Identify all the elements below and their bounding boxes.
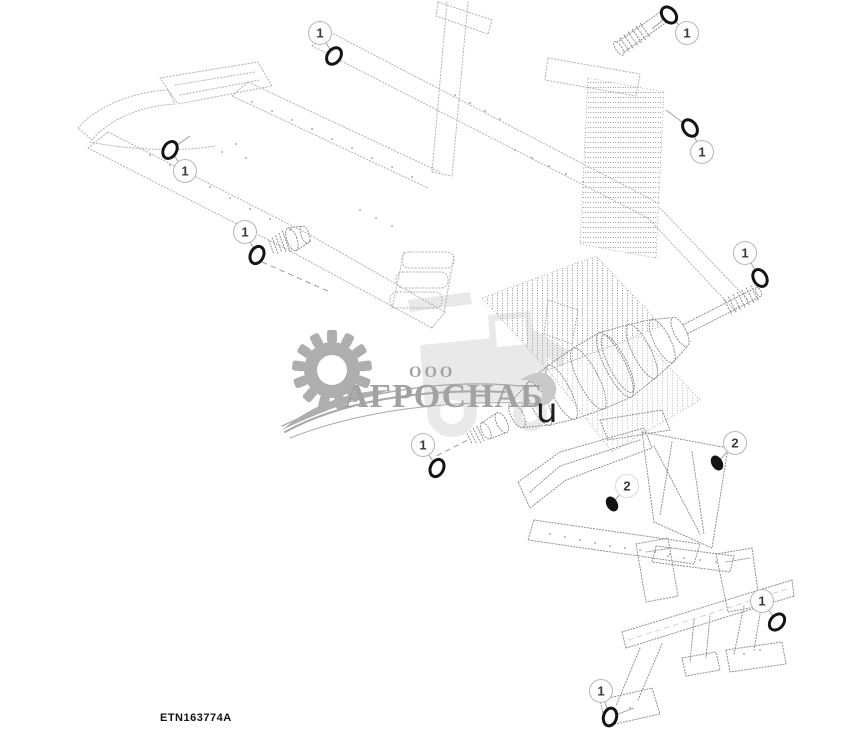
callout-number: 1 bbox=[758, 594, 765, 609]
callouts-layer: 1 1 1 1 1 1 1 2 2 1 1 bbox=[161, 5, 787, 728]
callout-number: 1 bbox=[316, 26, 323, 41]
callout-number: 1 bbox=[419, 438, 426, 453]
callout-bubble bbox=[722, 430, 748, 456]
callout-o-ring: 1 bbox=[307, 20, 343, 66]
callout-bubble bbox=[410, 432, 436, 458]
callout-number: 1 bbox=[181, 164, 188, 179]
o-ring-part bbox=[428, 457, 446, 479]
hitch-frame-sketch bbox=[599, 537, 795, 727]
callout-number: 1 bbox=[741, 246, 748, 261]
plug-part bbox=[605, 496, 619, 512]
callout-number: 1 bbox=[241, 225, 248, 240]
callout-number: 2 bbox=[623, 479, 630, 494]
support-bracket-sketch bbox=[517, 409, 735, 573]
callout-o-ring: 1 bbox=[651, 5, 700, 46]
callout-number: 2 bbox=[731, 436, 738, 451]
callout-o-ring: 1 bbox=[665, 109, 715, 165]
o-ring-part bbox=[767, 612, 787, 632]
callout-o-ring: 1 bbox=[161, 135, 198, 184]
callout-o-ring: 1 bbox=[588, 678, 635, 728]
callout-o-ring: 1 bbox=[410, 432, 446, 479]
callout-o-ring: 1 bbox=[732, 240, 769, 288]
watermark-logo: ООО АГРОСНАБ bbox=[281, 330, 557, 439]
callout-bubble bbox=[614, 473, 640, 499]
callout-bubble bbox=[749, 588, 775, 614]
callout-bubble bbox=[732, 240, 758, 266]
o-ring-part bbox=[601, 706, 619, 728]
o-ring-part bbox=[659, 5, 679, 25]
o-ring-part bbox=[681, 118, 699, 138]
plug-part bbox=[710, 455, 724, 471]
callout-o-ring: 1 bbox=[749, 588, 787, 632]
callout-bubble bbox=[232, 219, 258, 245]
drawing-number-label: ETN163774A bbox=[160, 712, 232, 724]
o-ring-part bbox=[325, 46, 343, 66]
callout-bubble bbox=[689, 139, 715, 165]
o-ring-part bbox=[161, 140, 179, 160]
gear-icon bbox=[291, 330, 373, 410]
callout-number: 1 bbox=[698, 145, 705, 160]
callout-plug: 2 bbox=[710, 430, 748, 471]
o-ring-part bbox=[248, 244, 266, 266]
callout-number: 1 bbox=[683, 26, 690, 41]
inline-mark: u bbox=[536, 391, 558, 431]
o-ring-part bbox=[751, 268, 769, 288]
watermark-company-name: АГРОСНАБ bbox=[344, 378, 544, 415]
watermark-org-type: ООО bbox=[409, 364, 455, 381]
callout-bubble bbox=[307, 20, 333, 46]
callout-plug: 2 bbox=[605, 473, 640, 512]
callout-number: 1 bbox=[597, 684, 604, 699]
callout-bubble bbox=[172, 158, 198, 184]
callout-bubble bbox=[588, 678, 614, 704]
callout-bubble bbox=[674, 20, 700, 46]
callout-o-ring: 1 bbox=[232, 219, 266, 266]
